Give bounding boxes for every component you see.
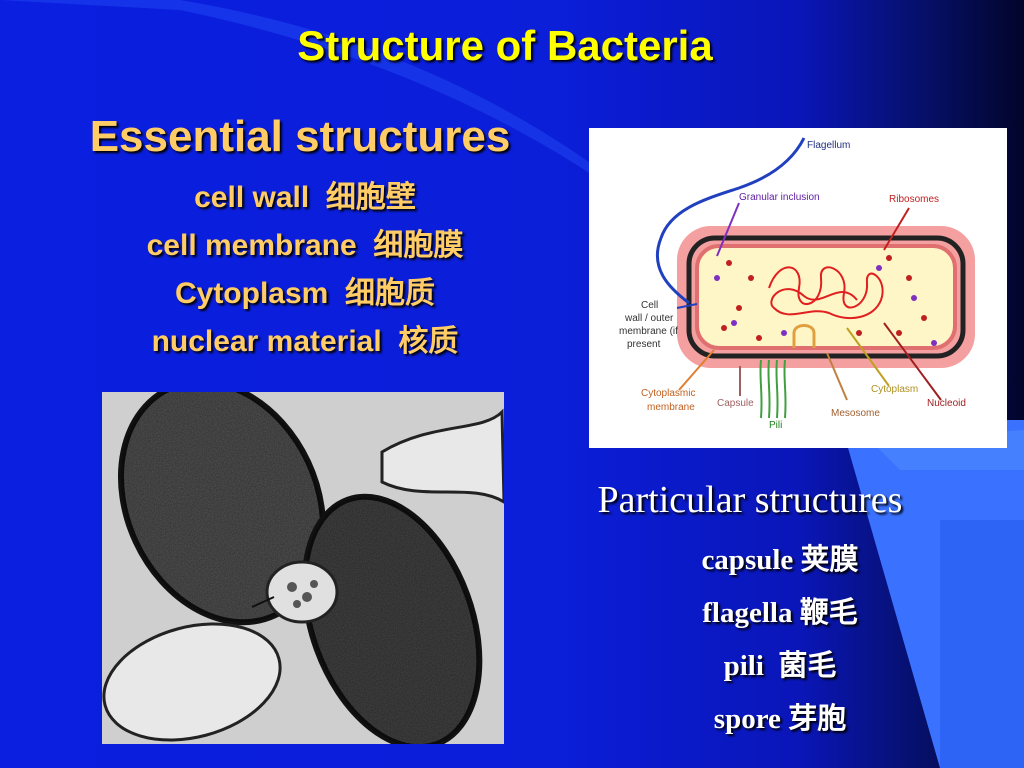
essential-item: cell wall 细胞壁: [194, 181, 416, 214]
particular-list: capsule 荚膜 flagella 鞭毛 pili 菌毛 spore 芽胞: [570, 534, 990, 746]
svg-text:Cell: Cell: [641, 300, 658, 311]
essential-item: Cytoplasm 细胞质: [174, 277, 436, 310]
cell-wall: [686, 235, 966, 359]
particular-item: spore 芽胞: [713, 703, 847, 735]
label-cytoplasm: Cytoplasm: [871, 384, 918, 395]
particular-item: capsule 荚膜: [701, 544, 859, 576]
label-ribosomes: Ribosomes: [889, 194, 939, 205]
svg-text:wall / outer: wall / outer: [624, 313, 674, 324]
particular-item: flagella 鞭毛: [702, 597, 858, 629]
svg-text:membrane: membrane: [647, 402, 695, 413]
label-pili: Pili: [769, 420, 782, 431]
electron-micrograph: [102, 392, 504, 744]
svg-text:present: present: [627, 339, 661, 350]
particular-heading: Particular structures: [597, 479, 903, 521]
bacteria-diagram: Flagellum Granular inclusion Ribosomes C…: [589, 128, 1007, 448]
label-capsule: Capsule: [717, 398, 754, 409]
essential-item: cell membrane 细胞膜: [146, 229, 464, 262]
flagellum: [655, 137, 806, 305]
label-flagellum: Flagellum: [807, 140, 850, 151]
svg-text:membrane (if: membrane (if: [619, 326, 678, 337]
label-mesosome: Mesosome: [831, 408, 880, 419]
nucleoid: [768, 266, 884, 320]
svg-text:Cytoplasmic: Cytoplasmic: [641, 388, 695, 399]
essential-heading: Essential structures: [89, 112, 511, 161]
essential-item: nuclear material 核质: [151, 325, 459, 358]
essential-list: cell wall 细胞壁 cell membrane 细胞膜 Cytoplas…: [50, 174, 560, 366]
label-nucleoid: Nucleoid: [927, 398, 966, 409]
slide-title: Structure of Bacteria: [297, 22, 713, 69]
particular-item: pili 菌毛: [723, 650, 837, 682]
label-granular-inclusion: Granular inclusion: [739, 192, 820, 203]
